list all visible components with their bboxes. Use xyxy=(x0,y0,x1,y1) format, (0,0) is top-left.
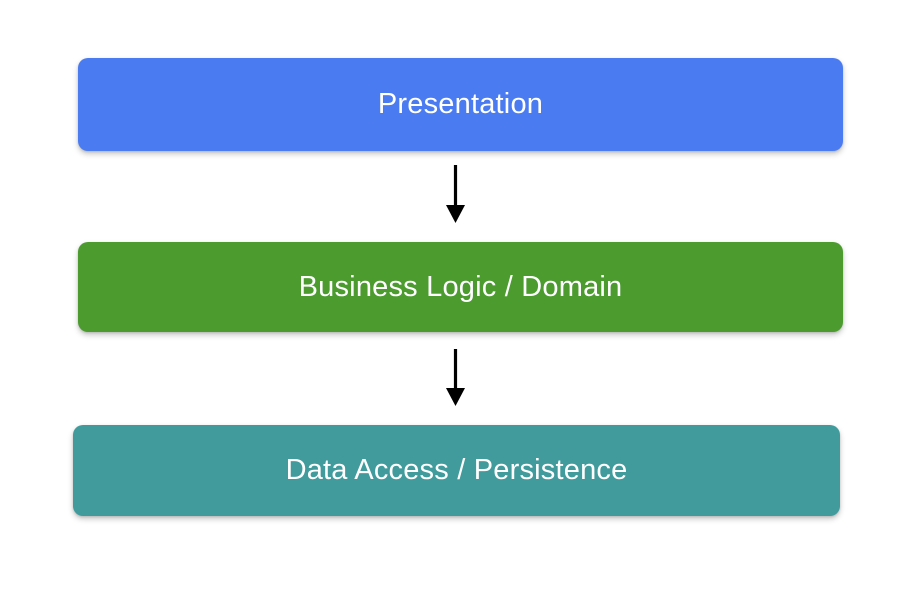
layer-label-business-logic: Business Logic / Domain xyxy=(298,270,623,303)
layer-box-presentation[interactable]: Presentation xyxy=(78,58,843,151)
layer-box-data-access[interactable]: Data Access / Persistence xyxy=(73,425,840,516)
layer-label-presentation: Presentation xyxy=(377,88,544,120)
layer-box-business-logic[interactable]: Business Logic / Domain xyxy=(78,242,843,332)
layer-label-data-access: Data Access / Persistence xyxy=(285,454,628,486)
